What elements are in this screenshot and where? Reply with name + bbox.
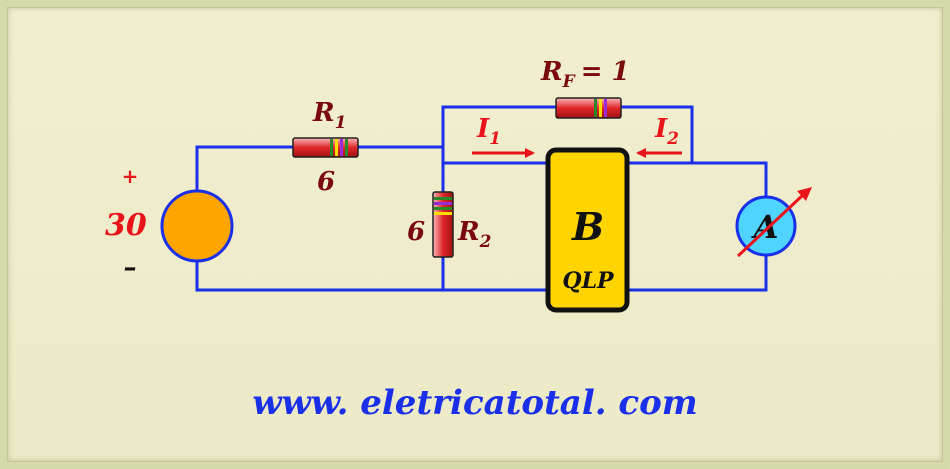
footer-url[interactable]: www. eletricatotal. com [252,383,698,423]
wire-box-right [625,161,768,200]
wire-rf-right [619,105,694,165]
source-minus-sign: – [124,253,137,283]
ammeter-adjust-arrow [736,192,806,258]
resistor-r1 [292,137,359,158]
wire-bottom-right [625,252,768,292]
voltage-source-icon [160,189,234,263]
wires [195,105,768,292]
r1-label: R1 [312,98,346,133]
ammeter-arrow-head [797,187,812,201]
current-i2-label: I2 [654,114,679,149]
rf-label: RF= 1 [540,57,630,92]
wire-bottom-left [195,256,550,292]
resistor-r2 [432,191,454,258]
box-label: QLP [562,268,615,294]
box-letter: B [571,204,604,249]
resistor-rf [555,97,622,119]
wire-source-top [195,145,295,199]
load-box-b [545,147,630,313]
source-plus-sign: + [122,164,139,188]
r2-value: 6 [407,217,425,247]
current-i1-label: I1 [476,114,501,149]
source-voltage-label: 30 [105,208,147,243]
ammeter-icon [735,195,797,257]
r1-value: 6 [317,167,335,197]
r2-label: R2 [457,217,492,252]
